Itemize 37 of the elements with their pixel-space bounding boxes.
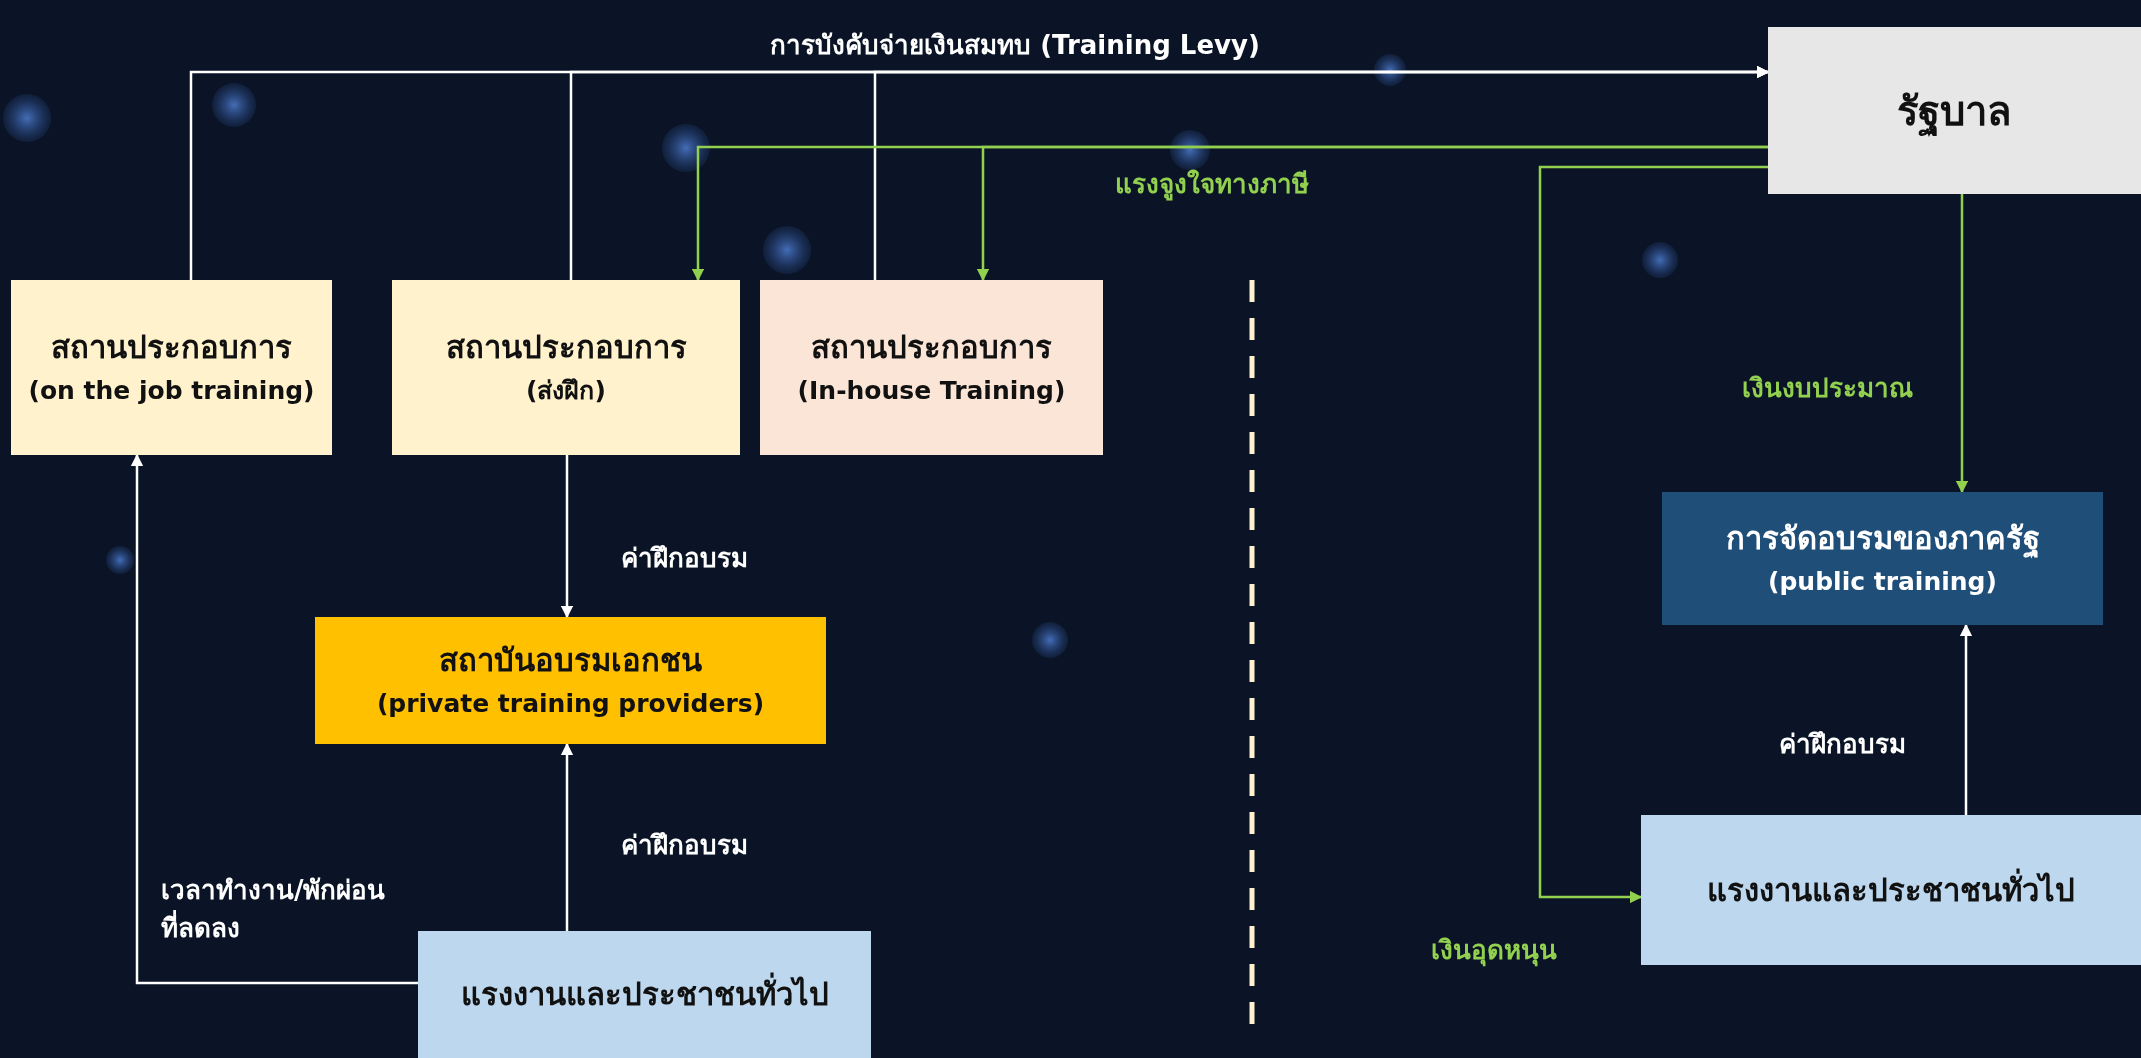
edge-label: เงินอุดหนุน xyxy=(1431,934,1557,969)
process-box xyxy=(392,280,740,455)
box-subtitle: (ส่งฝึก) xyxy=(526,375,606,408)
arrow xyxy=(976,145,1768,282)
box-subtitle: (private training providers) xyxy=(376,688,765,721)
box-title: แรงงานและประชาชนทั่วไป xyxy=(460,974,829,1015)
arrow xyxy=(560,455,574,619)
arrow xyxy=(873,65,1770,280)
process-box xyxy=(1641,815,2141,965)
box-title: สถานประกอบการ xyxy=(445,327,687,367)
arrow xyxy=(560,742,574,931)
box-subtitle: (public training) xyxy=(1768,566,1997,599)
box-subtitle: (on the job training) xyxy=(28,375,315,408)
process-box xyxy=(315,617,826,744)
box-title: แรงงานและประชาชนทั่วไป xyxy=(1707,869,2075,911)
arrow xyxy=(1959,623,1973,815)
edge-label: ค่าฝึกอบรม xyxy=(620,542,748,575)
edge-label: แรงจูงใจทางภาษี xyxy=(1115,168,1309,203)
edge-label: ค่าฝึกอบรม xyxy=(620,829,748,862)
process-box xyxy=(760,280,1103,455)
arrow xyxy=(1538,165,1768,904)
edge-label: เงินงบประมาณ xyxy=(1741,372,1913,405)
process-box xyxy=(418,931,871,1058)
process-box xyxy=(1768,27,2141,194)
edge-label: การบังคับจ่ายเงินสมทบ (Training Levy) xyxy=(770,29,1260,62)
arrow xyxy=(1955,194,1969,494)
edge-label: ค่าฝึกอบรม xyxy=(1778,728,1906,761)
box-title: การจัดอบรมของภาครัฐ xyxy=(1725,518,2040,559)
box-subtitle: (In-house Training) xyxy=(797,375,1066,408)
process-box xyxy=(11,280,332,455)
process-box xyxy=(1662,492,2103,625)
edge-label: เวลาทำงาน/พักผ่อน ที่ลดลง xyxy=(161,874,387,945)
box-title: สถานประกอบการ xyxy=(811,327,1052,367)
box-title: สถาบันอบรมเอกชน xyxy=(439,640,702,680)
box-title: สถานประกอบการ xyxy=(51,327,292,367)
box-title: รัฐบาล xyxy=(1897,84,2012,137)
arrow xyxy=(130,453,418,985)
